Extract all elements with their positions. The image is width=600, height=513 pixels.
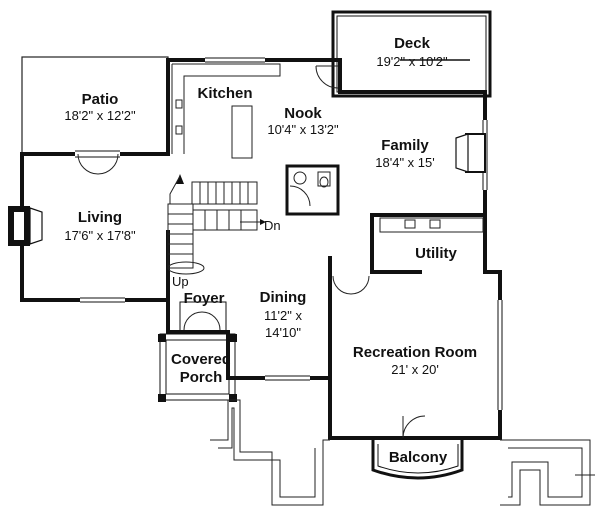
stairs-up-label: Up [172,274,189,289]
deck-label: Deck [394,35,431,52]
patio-label: Patio [82,91,119,108]
powder-room [285,164,340,216]
covered-porch-label-line2: Porch [180,369,223,386]
kitchen-island [231,105,253,159]
kitchen-label: Kitchen [197,85,252,102]
living-label: Living [78,209,122,226]
foyer-label: Foyer [184,290,225,307]
dining-dimensions-1: 11'2" x [264,308,302,323]
stairs-down-label: Dn [264,218,281,233]
dining-dimensions-2: 14'10" [265,325,301,340]
patio-dimensions: 18'2" x 12'2" [64,108,136,123]
deck-dimensions: 19'2" x 10'2" [376,54,448,69]
balcony-label: Balcony [389,449,448,466]
living-fireplace [8,206,43,246]
front-doors [179,301,227,333]
recreation-room-label: Recreation Room [353,344,477,361]
nook-label: Nook [284,105,322,122]
family-fireplace [455,133,486,173]
family-dimensions: 18'4" x 15' [375,155,434,170]
covered-porch-label-line1: Covered [171,351,231,368]
patio-doors [77,153,119,175]
stairs [167,174,266,275]
deck-door [315,65,339,89]
nook-dimensions: 10'4" x 13'2" [267,122,339,137]
rec-room-doors [332,275,370,295]
dining-label: Dining [260,289,307,306]
kitchen-counters [171,63,281,159]
balcony-area [371,415,464,480]
covered-porch [158,333,237,402]
recreation-room-dimensions: 21' x 20' [391,362,439,377]
living-dimensions: 17'6" x 17'8" [64,228,136,243]
terrace-outline [210,399,595,506]
utility-counters [379,217,484,233]
utility-label: Utility [415,245,457,262]
family-label: Family [381,137,429,154]
